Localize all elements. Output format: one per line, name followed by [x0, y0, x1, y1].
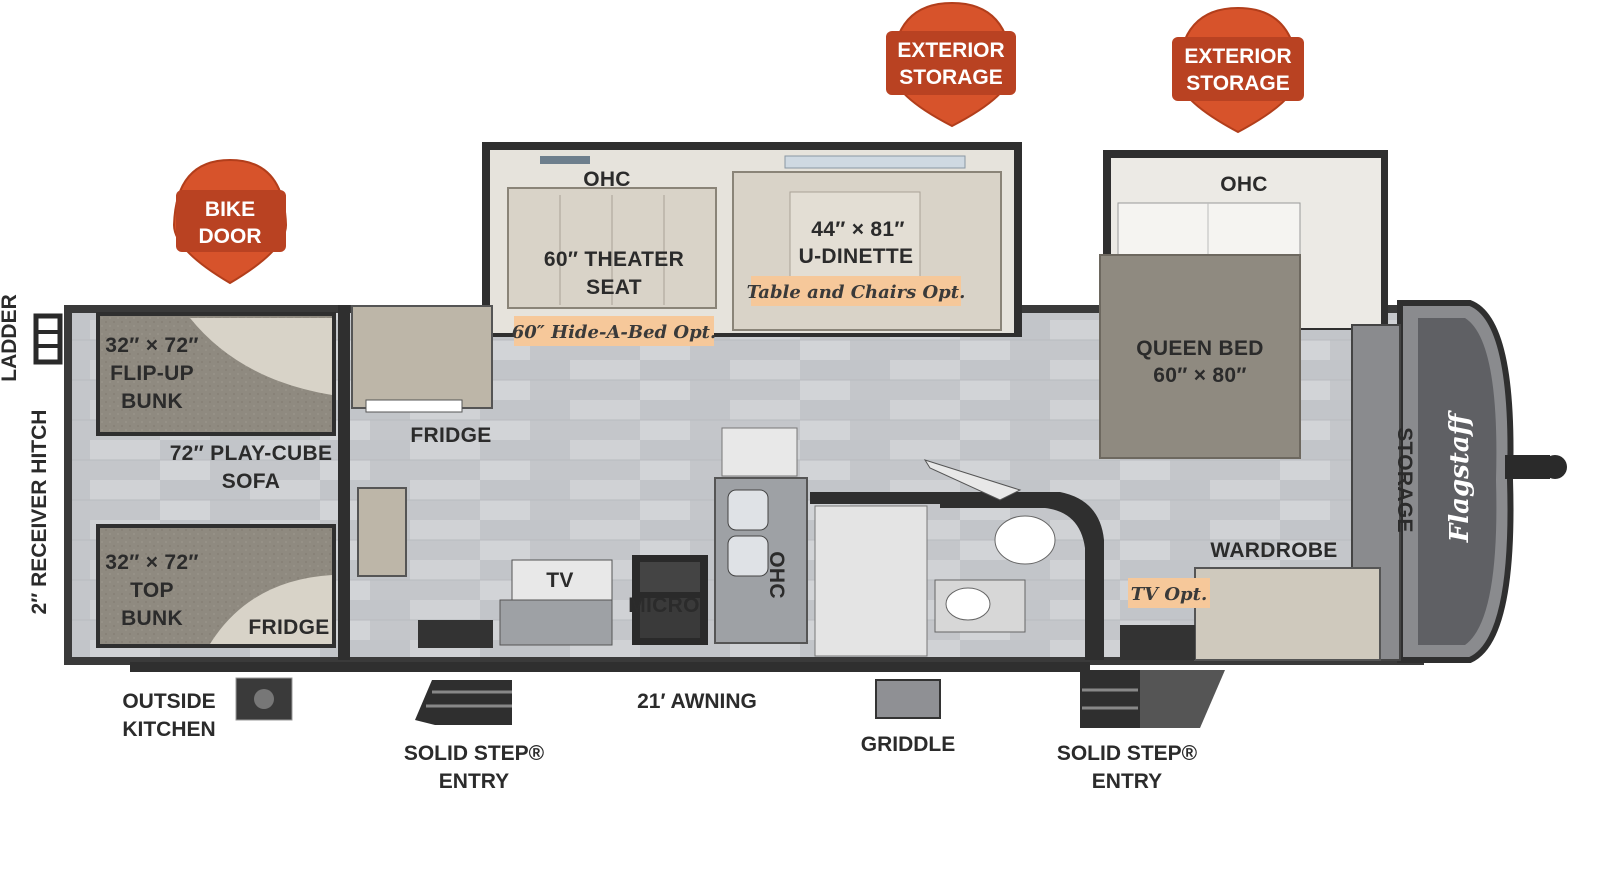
sofa-side-cabinet	[357, 487, 407, 577]
hide-a-bed-option-label: 60″ Hide-A-Bed Opt.	[512, 322, 717, 343]
table-chairs-option-tag	[751, 276, 961, 306]
bike-door-pin: BIKE DOOR	[172, 158, 288, 285]
theater-ohc-label: OHC	[583, 168, 631, 191]
solid-step-2-line1: SOLID STEP®	[1057, 742, 1198, 765]
fridge-bunk-label: FRIDGE	[248, 616, 329, 639]
awning-bar	[130, 662, 1090, 672]
exterior-storage-2-line1: EXTERIOR	[1184, 45, 1291, 68]
solid-step-2-line2: ENTRY	[1092, 770, 1162, 793]
outside-kitchen-line1: OUTSIDE	[122, 690, 215, 713]
wardrobe-label: WARDROBE	[1210, 539, 1337, 562]
ladder-label: LADDER	[0, 294, 21, 382]
ladder-icon	[33, 313, 63, 365]
play-cube-sofa-line2: SOFA	[222, 470, 280, 493]
tv-option-tag	[1128, 578, 1210, 608]
theater-seat-line1: 60″ THEATER	[544, 248, 684, 271]
flip-up-bunk-line1: 32″ × 72″	[105, 334, 198, 357]
queen-bed-line1: QUEEN BED	[1136, 337, 1264, 360]
u-dinette-line2: U-DINETTE	[799, 245, 914, 268]
tv-option-label: TV Opt.	[1131, 584, 1207, 605]
queen-bed	[1099, 202, 1301, 459]
wardrobe-cabinet	[1194, 567, 1381, 661]
exterior-storage-pin-2: EXTERIOR STORAGE	[1172, 6, 1304, 134]
bike-door-line1: BIKE	[205, 198, 255, 221]
flip-up-bunk	[96, 312, 336, 436]
bedroom-ohc-label: OHC	[1220, 173, 1268, 196]
exterior-storage-pin-1: EXTERIOR STORAGE	[886, 1, 1016, 128]
solid-step-1-line2: ENTRY	[439, 770, 509, 793]
exterior-storage-1-line2: STORAGE	[899, 66, 1002, 89]
bathroom	[810, 459, 1104, 660]
bike-door-line2: DOOR	[199, 225, 262, 248]
bunk-partition	[338, 305, 350, 660]
kitchen	[418, 427, 808, 648]
top-bunk-line1: 32″ × 72″	[105, 551, 198, 574]
awning-label: 21′ AWNING	[637, 690, 757, 713]
griddle-icon	[875, 679, 941, 719]
flip-up-bunk-line3: BUNK	[121, 390, 183, 413]
flip-up-bunk-line2: FLIP-UP	[110, 362, 194, 385]
queen-bed-line2: 60″ × 80″	[1153, 364, 1246, 387]
top-bunk	[96, 524, 336, 648]
solid-step-1-line1: SOLID STEP®	[404, 742, 545, 765]
top-bunk-line3: BUNK	[121, 607, 183, 630]
exterior-storage-2-line2: STORAGE	[1186, 72, 1289, 95]
step-entry-icon-2	[1080, 670, 1225, 728]
griddle-label: GRIDDLE	[861, 733, 956, 756]
top-bunk-line2: TOP	[130, 579, 174, 602]
fridge-door	[365, 399, 463, 413]
fridge-main-cabinet	[351, 305, 493, 409]
tv-label: TV	[546, 569, 573, 592]
exterior-storage-1-line1: EXTERIOR	[897, 39, 1004, 62]
kitchen-ohc-label: OHC	[765, 551, 788, 599]
fridge-main-label: FRIDGE	[410, 424, 491, 447]
step-entry-icon-1	[415, 680, 512, 725]
brand-logo: Flagstaff	[1445, 409, 1475, 543]
storage-label: STORAGE	[1393, 427, 1416, 533]
hide-a-bed-option-tag	[514, 316, 714, 346]
receiver-hitch-label: 2″ RECEIVER HITCH	[28, 410, 51, 615]
theater-seat	[507, 187, 717, 309]
outside-kitchen-line2: KITCHEN	[122, 718, 215, 741]
play-cube-sofa-line1: 72″ PLAY-CUBE	[170, 442, 333, 465]
u-dinette-line1: 44″ × 81″	[811, 218, 904, 241]
table-chairs-option-label: Table and Chairs Opt.	[747, 282, 966, 303]
micro-label: MICRO	[628, 594, 700, 617]
theater-seat-line2: SEAT	[586, 276, 642, 299]
tv-option-cabinet	[1120, 625, 1195, 660]
